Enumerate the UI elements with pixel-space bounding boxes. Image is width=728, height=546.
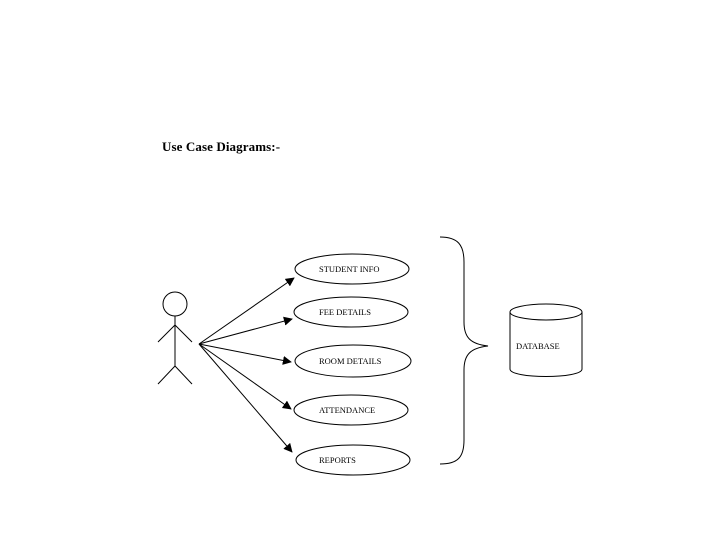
arrow-reports bbox=[198, 343, 293, 453]
use-case-label-room-details: ROOM DETAILS bbox=[319, 356, 382, 366]
database-label: DATABASE bbox=[516, 341, 560, 351]
arrow-fee-details bbox=[198, 316, 293, 345]
use-case-student-info bbox=[294, 253, 410, 285]
arrow-student-info bbox=[198, 277, 295, 345]
page-heading: Use Case Diagrams:- bbox=[162, 139, 281, 154]
use-case-reports bbox=[295, 444, 411, 476]
use-case-attendance bbox=[293, 394, 409, 426]
actor-left-leg bbox=[157, 365, 176, 385]
actor-right-leg bbox=[174, 365, 193, 385]
use-case-label-fee-details: FEE DETAILS bbox=[319, 307, 371, 317]
database-cylinder bbox=[509, 303, 583, 377]
curly-brace bbox=[439, 236, 489, 465]
actor-figure bbox=[157, 291, 193, 385]
use-case-fee-details bbox=[293, 296, 409, 328]
arrow-room-details bbox=[198, 343, 292, 365]
use-case-label-attendance: ATTENDANCE bbox=[319, 405, 375, 415]
arrow-attendance bbox=[198, 343, 292, 410]
actor-head bbox=[162, 291, 188, 317]
use-case-label-student-info: STUDENT INFO bbox=[319, 264, 380, 274]
actor-left-arm bbox=[157, 324, 176, 343]
use-case-room-details bbox=[294, 344, 412, 378]
use-case-label-reports: REPORTS bbox=[319, 455, 356, 465]
actor-right-arm bbox=[174, 324, 193, 343]
